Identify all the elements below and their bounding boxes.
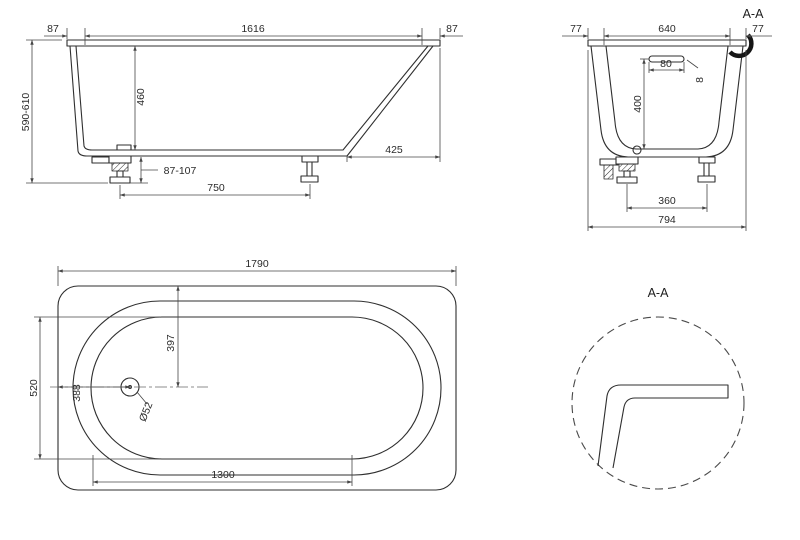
dim-inner-width: 640 [658,23,676,35]
dim-end-overflow: 80 8 [648,58,706,83]
dim-drain-offset-end: 388 [71,384,83,402]
dim-side-slope-run: 425 [346,48,441,162]
side-view: 87 1616 87 590-610 460 425 87-107 [20,23,463,199]
dim-inner-depth: 400 [632,95,644,113]
end-view: A-A 77 640 77 80 8 400 [562,7,772,231]
left-leg-bracket [615,156,639,165]
dim-inner-width: 520 [28,379,40,397]
side-view-outline [66,39,441,157]
left-leg-bracket [108,155,132,164]
dim-plan-inner-width: 520 [28,316,160,460]
left-leg-nut [618,163,636,172]
dim-rim-right: 77 [752,23,764,35]
section-label: A-A [743,7,765,21]
dim-drain-diameter: Ø52 [137,400,156,423]
dim-overall-width: 794 [658,214,676,226]
dim-side-leg-height: 87-107 [130,156,197,184]
dim-overflow-offset: 80 [660,58,672,70]
dim-side-overall-height: 590-610 [20,39,108,184]
dim-overall-length: 1790 [245,258,269,270]
left-leg-foot [109,176,131,184]
dim-rim-right: 87 [446,23,458,35]
dim-side-top: 87 1616 87 [44,23,463,45]
dim-end-overall-width: 794 [587,50,747,231]
dim-side-leg-spacing: 750 [119,182,311,199]
dim-plan-overall-length: 1790 [57,258,457,286]
left-leg-stem [623,170,631,178]
drain-trap [111,162,129,172]
dim-rim-edge: 8 [694,77,706,83]
dim-end-inner-depth: 400 [632,58,649,150]
dim-rim-left: 87 [47,23,59,35]
left-leg-stem [116,170,124,178]
right-leg-stem [306,161,313,177]
waste-outlet [116,144,132,151]
plan-view: 1790 520 397 388 Ø52 1300 [28,258,457,491]
dim-slope-run: 425 [385,144,403,156]
dim-leg-spacing: 750 [207,182,225,194]
drain-pipe [599,158,619,166]
detail-boundary-circle [571,316,745,490]
drain-hole [632,145,642,155]
dim-bottom-length: 1300 [211,469,235,481]
dim-plan-bottom-length: 1300 [92,455,353,486]
dim-overall-height: 590-610 [20,93,32,132]
detail-label: A-A [648,286,670,300]
dim-inner-length: 1616 [241,23,265,35]
section-cut-mark-icon [728,33,754,59]
right-leg-bracket [698,156,716,164]
right-leg-foot [697,175,716,183]
dim-rim-left: 77 [570,23,582,35]
dim-end-top: 77 640 77 [562,23,772,45]
dim-leg-spacing: 360 [658,195,676,207]
rim-profile [597,384,729,469]
end-view-legs [599,156,716,184]
drain-trap [603,164,614,180]
right-leg-stem [703,162,710,177]
drain-pipe [91,156,110,164]
right-leg-foot [300,175,319,183]
right-leg-bracket [301,155,319,163]
dim-leg-height-range: 87-107 [164,165,197,177]
dim-inner-depth: 460 [135,88,147,106]
side-view-legs [91,155,319,184]
end-view-outline [587,39,747,158]
dim-end-leg-spacing: 360 [626,184,708,212]
dim-plan-drain-offsets: 397 388 Ø52 [57,285,180,423]
detail-view: A-A [571,286,745,490]
left-leg-foot [616,176,638,184]
dim-side-inner-depth: 460 [133,45,147,151]
dim-drain-offset-side: 397 [165,334,177,352]
